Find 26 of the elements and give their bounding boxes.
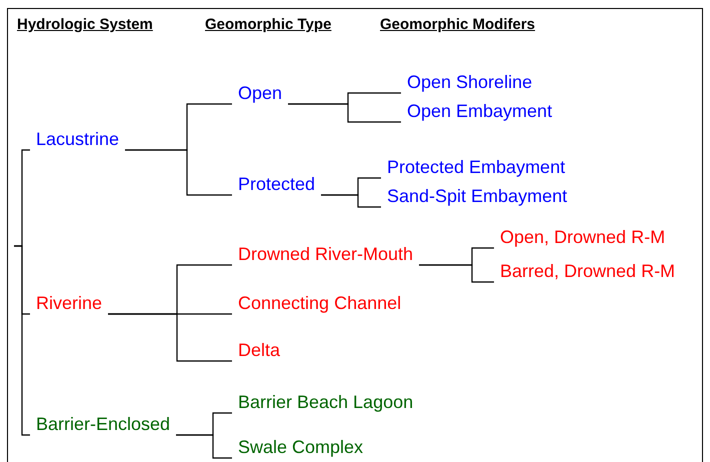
node-label: Lacustrine	[36, 129, 120, 149]
connector-line	[288, 103, 401, 123]
column-heading: Geomorphic Modifers	[380, 15, 536, 35]
node-label: Open Embayment	[407, 101, 552, 121]
node-label: Drowned River-Mouth	[238, 244, 414, 264]
node-label: Riverine	[36, 293, 102, 313]
connector-line	[14, 245, 30, 436]
column-heading: Geomorphic Type	[205, 15, 332, 35]
node-label: Swale Complex	[238, 437, 364, 457]
node-label: Protected	[238, 174, 316, 194]
node-label: Open	[238, 83, 282, 103]
connector-line	[108, 313, 232, 362]
column-heading: Hydrologic System	[17, 15, 153, 35]
node-label: Delta	[238, 340, 280, 360]
connector-line	[419, 264, 494, 283]
node-label: Barrier-Enclosed	[36, 414, 170, 434]
connector-line	[176, 434, 232, 459]
node-label: Protected Embayment	[387, 157, 566, 177]
node-label: Sand-Spit Embayment	[387, 186, 568, 206]
connector-line	[321, 194, 381, 208]
node-label: Open Shoreline	[407, 72, 532, 92]
node-label: Connecting Channel	[238, 293, 402, 313]
node-label: Barrier Beach Lagoon	[238, 392, 414, 412]
connector-line	[125, 149, 232, 196]
node-label: Open, Drowned R-M	[500, 227, 666, 247]
node-label: Barred, Drowned R-M	[500, 261, 676, 281]
